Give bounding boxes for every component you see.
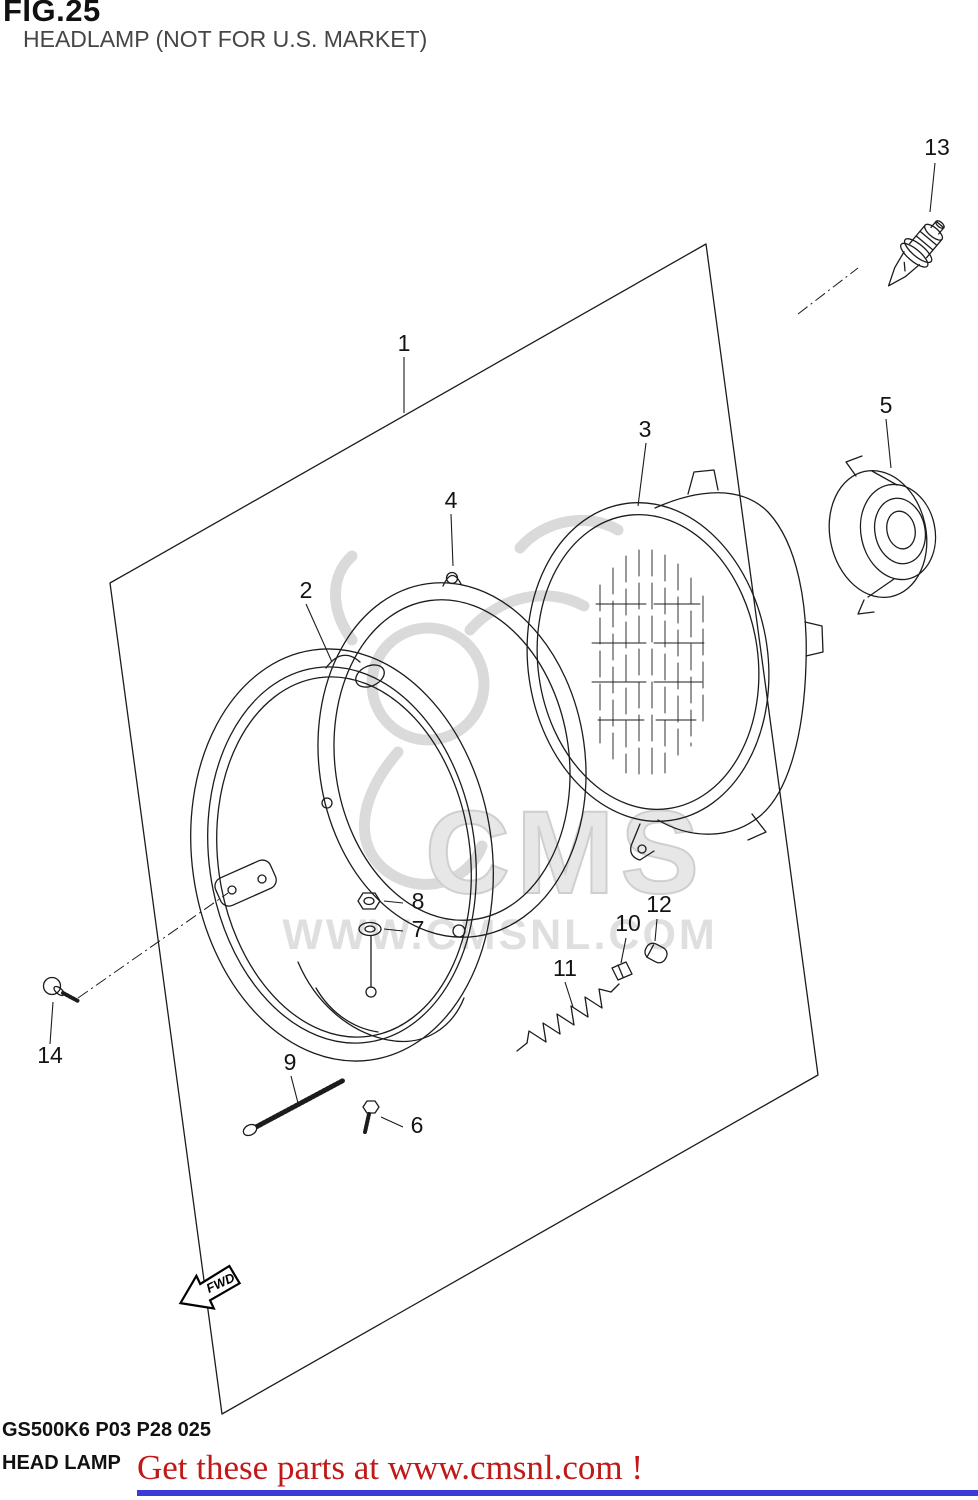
part-label-14: 14 <box>37 1042 63 1068</box>
part-label-3: 3 <box>639 416 652 442</box>
part-10-clip <box>611 961 633 981</box>
part-label-7: 7 <box>412 916 425 942</box>
watermark-url-text: WWW.CMSNL.COM <box>282 911 717 959</box>
part-label-1: 1 <box>398 330 411 356</box>
axis-line-screw14 <box>77 892 229 999</box>
part-3-headlamp-unit <box>526 469 824 861</box>
part-label-8: 8 <box>412 888 425 914</box>
part-label-5: 5 <box>880 392 893 418</box>
watermark-mascot-doodle <box>330 514 624 890</box>
part-label-2: 2 <box>300 577 313 603</box>
footer-rule <box>137 1490 978 1496</box>
frame-parallelogram <box>109 243 819 1415</box>
figure-title: HEADLAMP (NOT FOR U.S. MARKET) <box>23 26 428 52</box>
part-label-10: 10 <box>615 910 641 936</box>
axis-line-bulb <box>797 267 859 315</box>
part-label-11: 11 <box>553 955 577 981</box>
promo-banner-link[interactable]: Get these parts at www.cmsnl.com ! <box>137 1448 644 1487</box>
part-7-washer <box>358 921 382 937</box>
part-label-9: 9 <box>284 1049 297 1075</box>
fiche-section-label: HEAD LAMP <box>2 1452 121 1474</box>
part-14-screw <box>42 976 80 1003</box>
part-2-headlamp-rim <box>190 648 494 1062</box>
part-6-bolt <box>362 1100 380 1134</box>
leader-lines <box>49 162 936 1128</box>
part-4-mounting-ring <box>317 571 587 938</box>
part-11-spring <box>516 983 620 1052</box>
part-label-12: 12 <box>646 891 672 917</box>
figure-number: FIG.25 <box>3 0 101 28</box>
part-12-spacer <box>644 942 668 964</box>
part-8-nut <box>357 892 381 910</box>
part-9-screw <box>242 1077 347 1137</box>
part-label-6: 6 <box>411 1112 424 1138</box>
model-code: GS500K6 P03 P28 025 <box>2 1419 212 1441</box>
part-label-4: 4 <box>445 487 458 513</box>
part-5-socket-cover <box>828 455 937 615</box>
part-13-bulb <box>887 220 945 287</box>
part-label-13: 13 <box>924 134 950 160</box>
